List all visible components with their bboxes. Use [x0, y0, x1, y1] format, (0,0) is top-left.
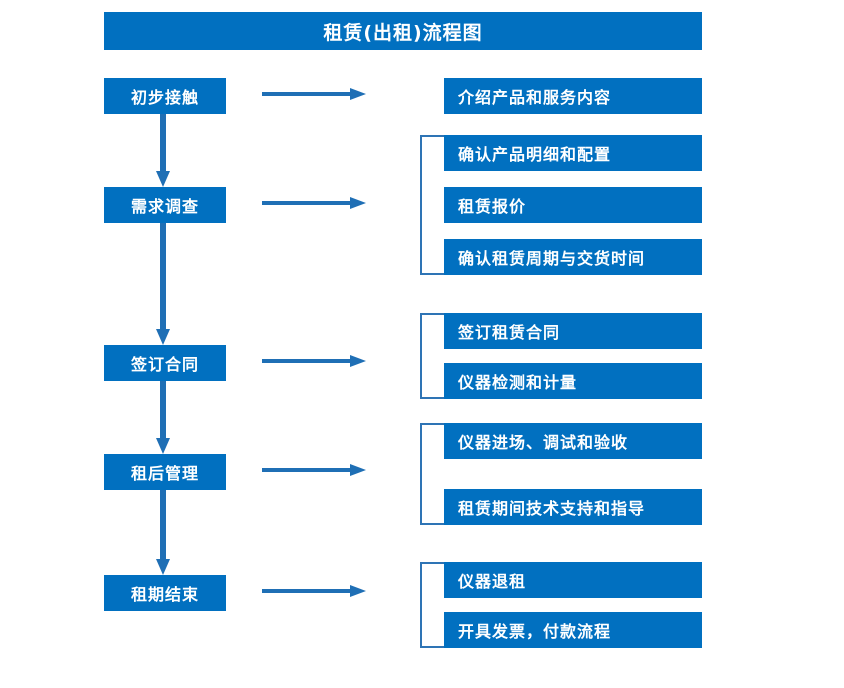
detail-box-10[interactable]: 开具发票，付款流程	[444, 612, 702, 648]
right-arrow-icon-1	[262, 88, 366, 100]
detail-box-2[interactable]: 确认产品明细和配置	[444, 135, 702, 171]
stage-box-3[interactable]: 签订合同	[104, 345, 226, 381]
group-bracket-4	[420, 423, 444, 525]
detail-box-8[interactable]: 租赁期间技术支持和指导	[444, 489, 702, 525]
down-arrow-icon-2	[156, 223, 170, 345]
chart-title: 租赁(出租)流程图	[104, 12, 702, 50]
detail-box-9[interactable]: 仪器退租	[444, 562, 702, 598]
detail-box-5[interactable]: 签订租赁合同	[444, 313, 702, 349]
group-bracket-2	[420, 135, 444, 275]
group-bracket-5	[420, 562, 444, 648]
detail-box-3[interactable]: 租赁报价	[444, 187, 702, 223]
stage-box-1[interactable]: 初步接触	[104, 78, 226, 114]
right-arrow-icon-4	[262, 464, 366, 476]
group-bracket-3	[420, 313, 444, 399]
stage-box-5[interactable]: 租期结束	[104, 575, 226, 611]
stage-box-4[interactable]: 租后管理	[104, 454, 226, 490]
right-arrow-icon-2	[262, 197, 366, 209]
down-arrow-icon-1	[156, 114, 170, 187]
detail-box-1[interactable]: 介绍产品和服务内容	[444, 78, 702, 114]
detail-box-6[interactable]: 仪器检测和计量	[444, 363, 702, 399]
detail-box-7[interactable]: 仪器进场、调试和验收	[444, 423, 702, 459]
stage-box-2[interactable]: 需求调查	[104, 187, 226, 223]
right-arrow-icon-3	[262, 355, 366, 367]
down-arrow-icon-4	[156, 490, 170, 575]
right-arrow-icon-5	[262, 585, 366, 597]
down-arrow-icon-3	[156, 381, 170, 454]
detail-box-4[interactable]: 确认租赁周期与交货时间	[444, 239, 702, 275]
